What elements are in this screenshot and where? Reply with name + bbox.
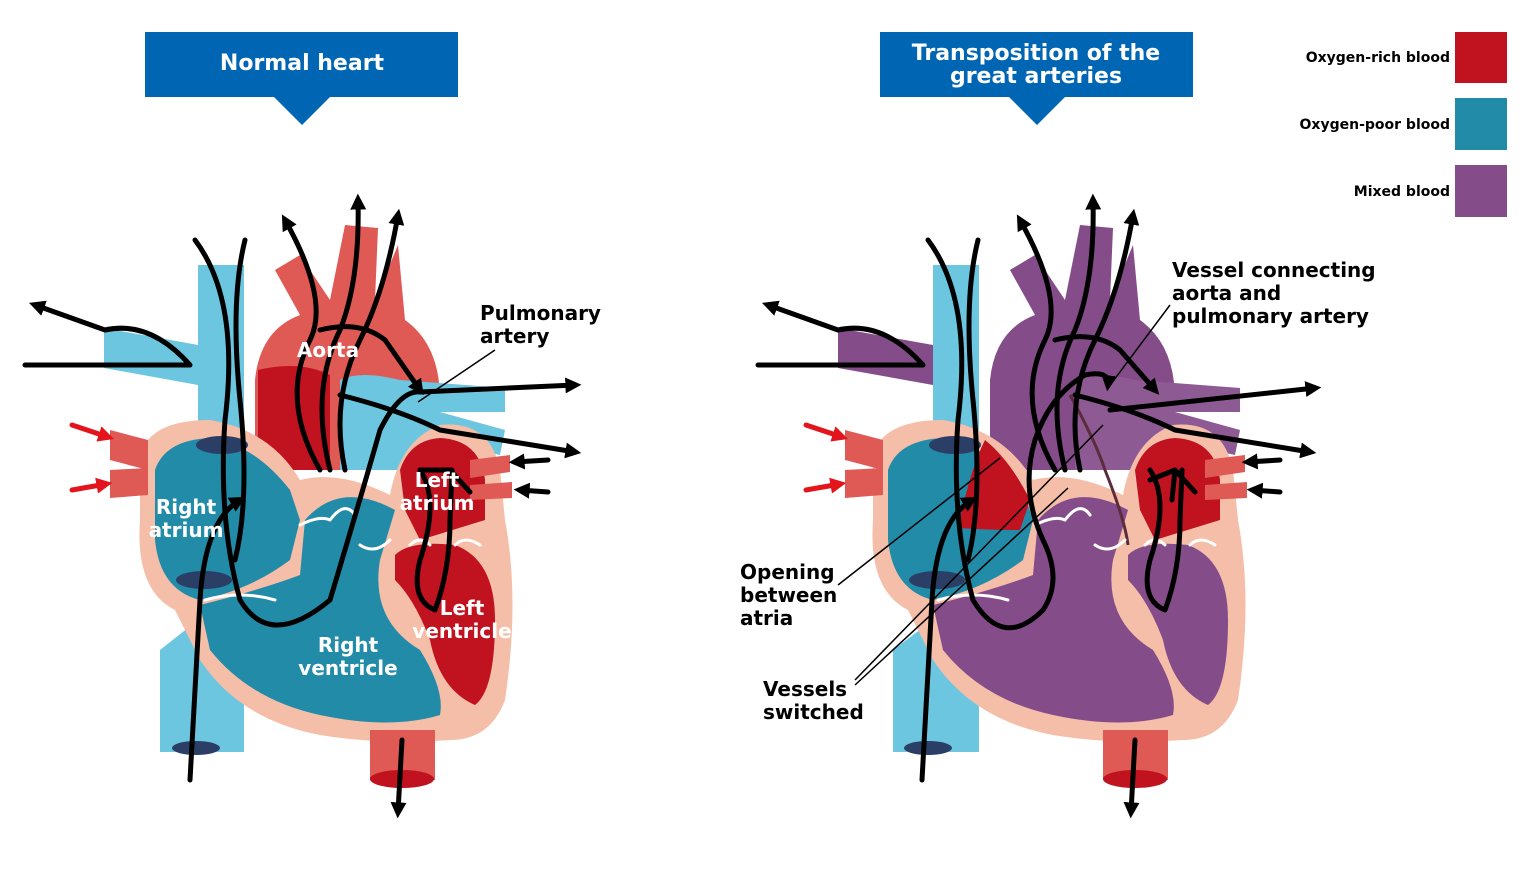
pulmonary-branch-left	[838, 328, 933, 385]
banner-tga: Transposition of the great arteries	[880, 32, 1193, 125]
label-opening-line1: Opening	[740, 560, 835, 584]
flow-aorta-up-mid	[1054, 193, 1102, 473]
flow-svc-to-pulmonary	[192, 237, 582, 628]
aorta-dark	[258, 366, 330, 470]
label-vessel-line1: Vessel connecting	[1172, 258, 1376, 282]
vein-in-upper	[110, 430, 148, 470]
banner-title-tga-line2: great arteries	[950, 64, 1122, 89]
normal-heart: Aorta Pulmonary artery Right atrium Left…	[22, 193, 601, 819]
ivc-opening	[909, 571, 965, 589]
flow-vein-in-1	[508, 453, 551, 470]
flow-aorta-up-right	[337, 208, 405, 473]
flow-aorta-arch	[317, 324, 424, 396]
vein-in-upper	[845, 430, 883, 470]
flow-left-atrium-veins	[417, 467, 473, 495]
flow-ivc	[187, 496, 246, 783]
leader-switched-2	[854, 487, 1069, 686]
flow-red-in-2	[803, 477, 847, 494]
flow-pulmonary-right	[337, 392, 582, 459]
legend-label-mixed: Mixed blood	[1354, 184, 1450, 200]
legend-label-oxygen-rich: Oxygen-rich blood	[1306, 50, 1450, 66]
flow-descending-aorta	[1123, 737, 1140, 819]
flow-red-in-1	[69, 422, 115, 442]
label-switched-line1: Vessels	[763, 677, 847, 701]
leader-pulmonary-artery	[417, 349, 496, 403]
label-left-ventricle-line1: Left	[440, 596, 485, 620]
label-opening-line2: between	[740, 583, 837, 607]
legend-swatch-oxygen-rich	[1455, 32, 1507, 83]
flow-aorta-up-mid	[319, 193, 367, 473]
vein-in-lower	[110, 468, 148, 498]
left-atrium-chamber	[1135, 438, 1220, 540]
flow-left-heart	[1144, 467, 1185, 613]
banner-shape	[145, 32, 458, 125]
flow-left-heart	[414, 467, 455, 613]
label-aorta: Aorta	[297, 338, 359, 362]
pulmonary-vein-right-lower	[1205, 482, 1247, 500]
flow-ivc	[919, 496, 978, 783]
left-ventricle-chamber	[395, 543, 495, 705]
leader-opening	[837, 457, 1001, 586]
label-left-atrium-line1: Left	[415, 468, 460, 492]
left-atrium-chamber	[400, 438, 485, 540]
label-left-ventricle-line2: ventricle	[412, 619, 511, 643]
banner-shape	[880, 32, 1193, 125]
left-ventricle-chamber	[1128, 543, 1228, 705]
label-pulmonary-line1: Pulmonary	[480, 301, 601, 325]
vena-cava-opening	[904, 741, 952, 755]
right-ventricle-chamber	[933, 497, 1174, 723]
vena-cava-opening	[172, 741, 220, 755]
label-opening-line3: atria	[740, 606, 793, 630]
pulmonary-vein-right-lower	[470, 482, 512, 500]
label-vessel-line3: pulmonary artery	[1172, 304, 1369, 328]
flow-left-atrium-veins	[1147, 467, 1198, 503]
flow-vein-in-2	[513, 482, 551, 499]
flow-pulmonary-left	[755, 305, 926, 368]
label-switched-line2: switched	[763, 700, 864, 724]
legend: Oxygen-rich blood Oxygen-poor blood Mixe…	[1300, 32, 1507, 217]
flow-aorta-arch	[1052, 334, 1160, 395]
flow-red-in-1	[803, 422, 849, 442]
label-right-ventricle-line1: Right	[318, 633, 379, 657]
label-left-atrium-line2: atrium	[400, 491, 475, 515]
pulmonary-branch-left	[104, 328, 198, 385]
legend-swatch-mixed	[1455, 165, 1507, 217]
label-vessel-line2: aorta and	[1172, 281, 1281, 305]
leader-switched-1	[854, 424, 1104, 681]
pulmonary-vein-right-upper	[1205, 455, 1245, 478]
flow-aorta-up-left	[281, 214, 323, 473]
banner-title-tga-line1: Transposition of the	[912, 41, 1160, 66]
flow-pulmonary-right	[1072, 392, 1317, 459]
flow-vein-in-1	[1241, 453, 1283, 470]
legend-swatch-oxygen-poor	[1455, 98, 1507, 150]
pulmonary-vein-right-upper	[470, 455, 510, 478]
flow-svc-right	[965, 237, 981, 563]
flow-pulmonary-left	[22, 305, 193, 368]
banner-normal-heart: Normal heart	[145, 32, 458, 125]
label-right-atrium-line2: atrium	[149, 518, 224, 542]
flow-descending-aorta	[390, 737, 407, 819]
connecting-vessel	[1068, 394, 1130, 546]
flow-aorta-up-left	[1016, 214, 1058, 473]
flow-svc-right	[232, 237, 248, 563]
legend-label-oxygen-poor: Oxygen-poor blood	[1300, 117, 1450, 133]
label-pulmonary-line2: artery	[480, 324, 549, 348]
label-right-ventricle-line2: ventricle	[298, 656, 397, 680]
vein-in-lower	[845, 468, 883, 498]
flow-red-in-2	[69, 477, 113, 494]
banner-title-normal: Normal heart	[220, 51, 385, 76]
leader-connecting-vessel	[1107, 304, 1171, 389]
tga-heart: Vessel connecting aorta and pulmonary ar…	[740, 193, 1376, 819]
label-right-atrium-line1: Right	[156, 495, 217, 519]
flow-pulmonary-upper	[1107, 381, 1322, 413]
flow-vein-in-2	[1246, 482, 1283, 499]
